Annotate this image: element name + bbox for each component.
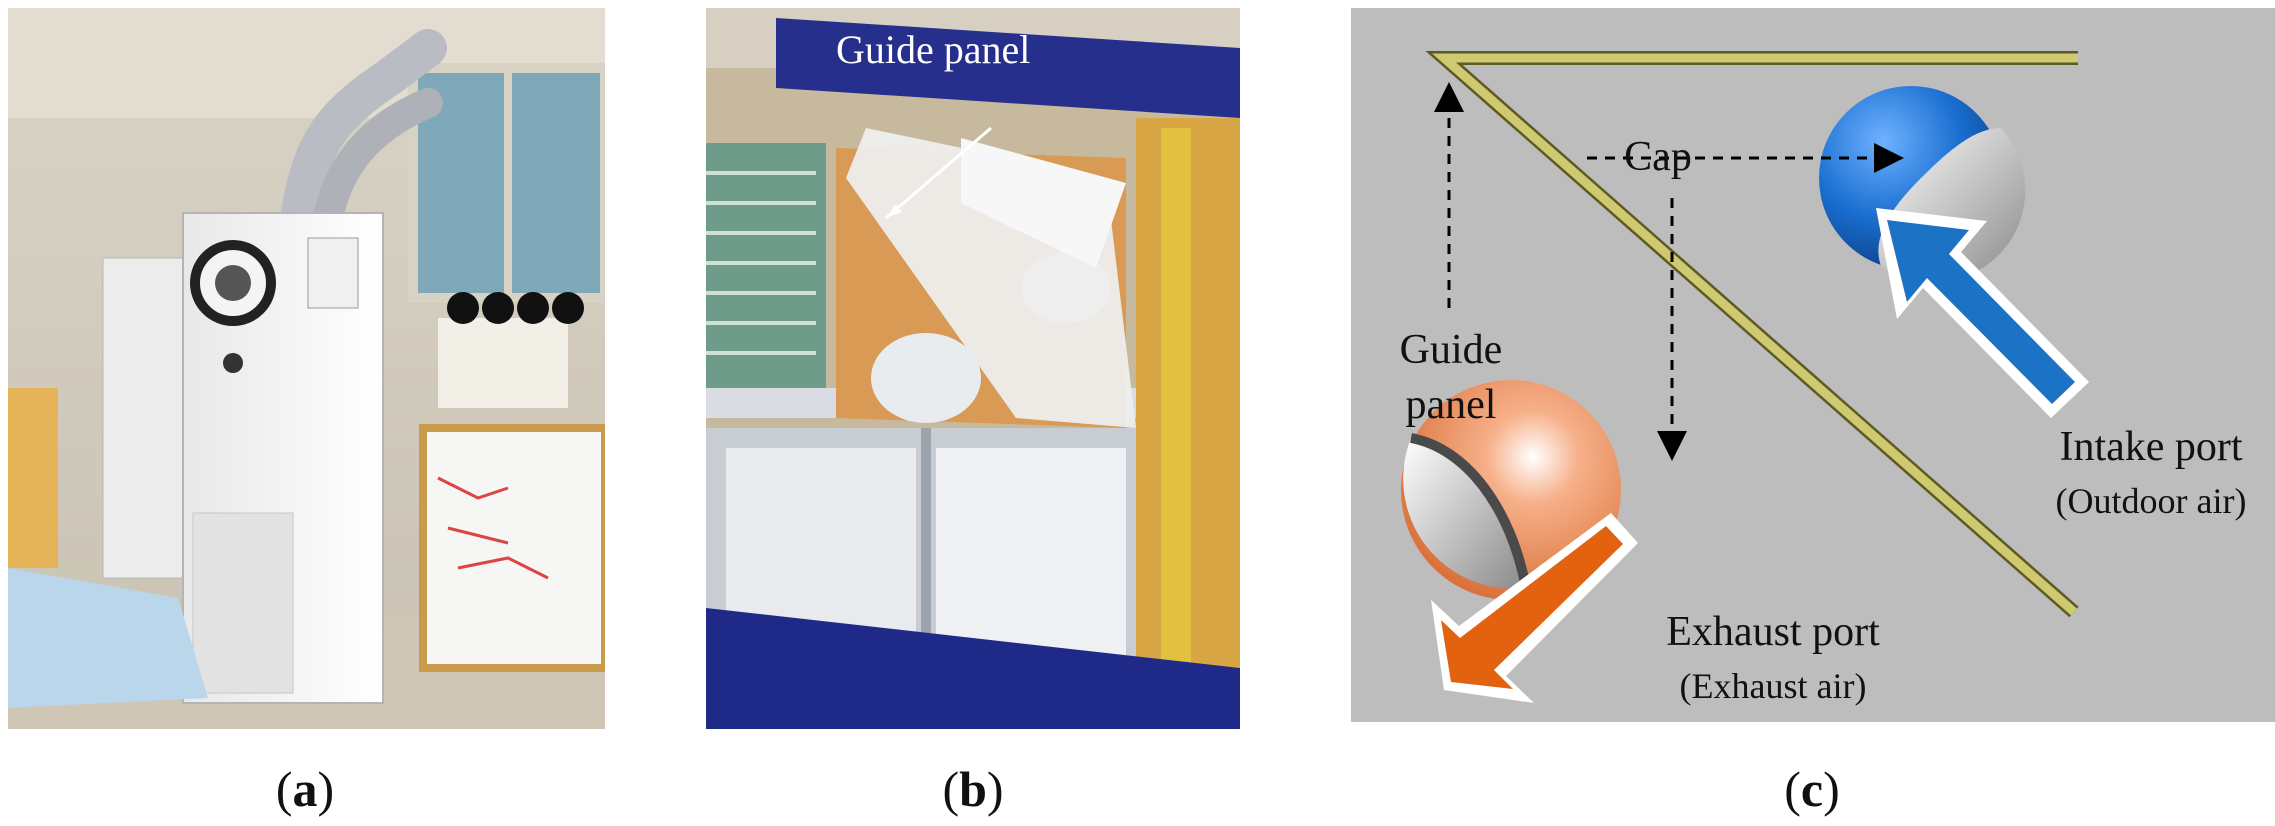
guide-panel-shape xyxy=(1425,51,2079,618)
guide-panel-leader-line xyxy=(885,126,992,220)
photo-guide-panel-window: Guide panel xyxy=(706,8,1240,729)
photo-a-illustration xyxy=(8,8,605,729)
exhaust-sublabel: (Exhaust air) xyxy=(1680,666,1867,706)
cap-label: Cap xyxy=(1624,134,1692,180)
exhaust-label: Exhaust port xyxy=(1666,609,1880,655)
photo-ventilation-unit xyxy=(8,8,605,729)
caption-c: (c) xyxy=(1784,761,1840,817)
exhaust-cap xyxy=(1401,380,1621,600)
caption-b: (b) xyxy=(942,761,1004,817)
guide-label-line1: Guide xyxy=(1400,327,1503,373)
intake-arrow xyxy=(1876,208,2089,418)
intake-sublabel: (Outdoor air) xyxy=(2056,481,2247,521)
photo-b-illustration: Guide panel xyxy=(706,8,1240,729)
intake-label: Intake port xyxy=(2059,424,2242,470)
exhaust-arrow xyxy=(1431,513,1638,703)
schematic-diagram: Cap Guide panel Intake port (Outdoor air… xyxy=(1351,8,2275,722)
guide-panel-label: Guide panel xyxy=(836,27,1030,72)
caption-a: (a) xyxy=(275,761,335,817)
guide-label-line2: panel xyxy=(1406,382,1497,428)
schematic-svg: Cap Guide panel Intake port (Outdoor air… xyxy=(1351,8,2275,722)
